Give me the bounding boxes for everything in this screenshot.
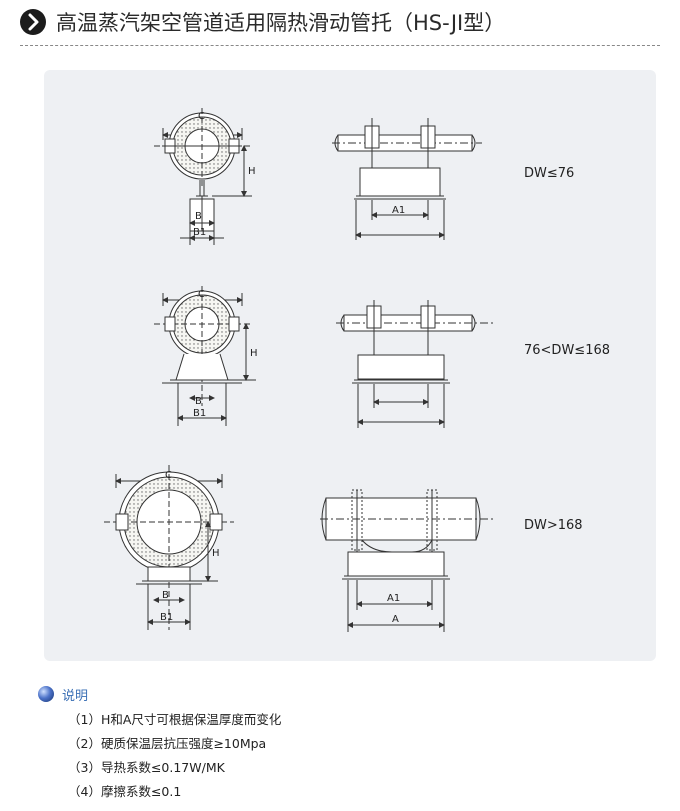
chevron-right-icon bbox=[20, 9, 46, 35]
row2-label-c: C bbox=[198, 289, 205, 300]
row2-side-view bbox=[336, 300, 494, 428]
row1-label-c: C bbox=[198, 111, 205, 122]
row2-label-b: B bbox=[195, 396, 202, 407]
row2-label-h: H bbox=[250, 348, 258, 359]
note-item: （3）导热系数≤0.17W/MK bbox=[68, 760, 225, 775]
row3-range-label: DW>168 bbox=[524, 518, 583, 533]
row3-label-a: A bbox=[392, 614, 399, 625]
row3-label-h: H bbox=[212, 548, 220, 559]
row1-range-label: DW≤76 bbox=[524, 166, 575, 181]
row1-label-b: B bbox=[195, 211, 202, 222]
page-title: 高温蒸汽架空管道适用隔热滑动管托（HS-JI型） bbox=[56, 11, 506, 35]
row2-front-view bbox=[154, 286, 256, 426]
row3-label-a1: A1 bbox=[387, 593, 400, 604]
technical-drawing: C H B B1 A1 C H B B1 C H B B1 A1 A bbox=[104, 108, 496, 632]
row2-label-b1: B1 bbox=[193, 408, 206, 419]
row1-label-a1: A1 bbox=[392, 205, 405, 216]
note-item: （2）硬质保温层抗压强度≥10Mpa bbox=[68, 736, 267, 751]
blue-ball-icon bbox=[38, 686, 54, 702]
row3-label-b: B bbox=[162, 590, 169, 601]
row1-front-view bbox=[154, 108, 252, 245]
row1-side-view bbox=[332, 118, 482, 240]
row3-label-b1: B1 bbox=[160, 612, 173, 623]
row3-front-view bbox=[104, 465, 234, 630]
drawing-panel: C H B B1 A1 C H B B1 C H B B1 A1 A DW≤76… bbox=[44, 70, 656, 661]
row1-label-h: H bbox=[248, 166, 256, 177]
note-item: （1）H和A尺寸可根据保温厚度而变化 bbox=[68, 712, 282, 727]
page-header: 高温蒸汽架空管道适用隔热滑动管托（HS-JI型） bbox=[0, 0, 680, 50]
row3-side-view bbox=[320, 489, 496, 632]
row3-label-c: C bbox=[165, 470, 172, 481]
header-divider bbox=[20, 45, 660, 46]
row1-label-b1: B1 bbox=[193, 227, 206, 238]
notes-title: 说明 bbox=[62, 689, 89, 704]
row2-range-label: 76<DW≤168 bbox=[524, 343, 611, 358]
note-item: （4）摩擦系数≤0.1 bbox=[68, 784, 182, 799]
